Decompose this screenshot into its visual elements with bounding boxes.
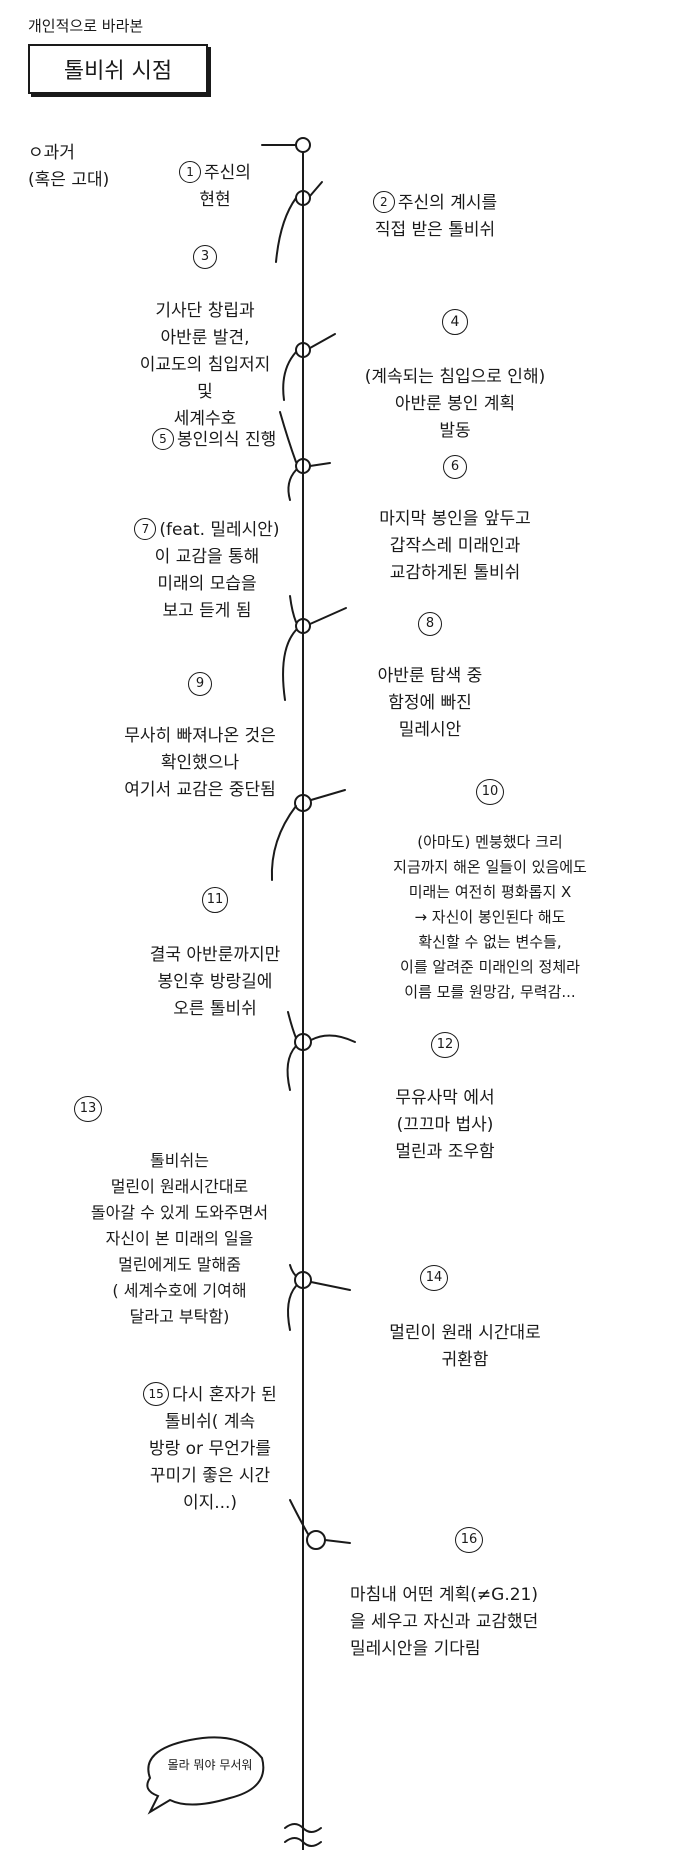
event-text: 봉인의식 진행 bbox=[177, 430, 277, 450]
break-mark bbox=[284, 1823, 322, 1833]
event-3: 3 기사단 창립과 아반룬 발견, 이교도의 침입저지 및 세계수호 bbox=[120, 218, 290, 460]
event-text: (아마도) 멘붕했다 크리 지금까지 해온 일들이 있음에도 미래는 여전히 평… bbox=[393, 833, 587, 1001]
event-text: 무사히 빠져나온 것은 확인했으나 여기서 교감은 중단됨 bbox=[124, 726, 276, 800]
connector-8 bbox=[309, 607, 347, 625]
event-text: 마지막 봉인을 앞두고 갑작스레 미래인과 교감하게된 톨비쉬 bbox=[379, 509, 531, 583]
event-text: (feat. 밀레시안) 이 교감을 통해 미래의 모습을 보고 듣게 됨 bbox=[154, 520, 280, 621]
connector-14 bbox=[310, 1281, 351, 1291]
connector-13b bbox=[289, 1264, 297, 1277]
event-text: 무유사막 에서 (끄끄마 법사) 멀린과 조우함 bbox=[395, 1088, 495, 1162]
event-number: 16 bbox=[455, 1527, 483, 1553]
event-number: 2 bbox=[372, 191, 395, 213]
timeline-node bbox=[306, 1530, 326, 1550]
header-title-box: 톨비쉬 시점 bbox=[28, 44, 208, 94]
era-label: ㅇ과거 (혹은 고대) bbox=[28, 143, 110, 190]
event-number: 3 bbox=[193, 245, 217, 269]
event-text: 주신의 현현 bbox=[199, 163, 251, 210]
event-13: 13 톨비쉬는 멀린이 원래시간대로 돌아갈 수 있게 도와주면서 자신이 본 … bbox=[62, 1070, 297, 1356]
event-4: 4 (계속되는 침입으로 인해) 아반룬 봉인 계획 발동 bbox=[330, 282, 580, 472]
event-number: 13 bbox=[74, 1096, 102, 1122]
event-number: 11 bbox=[202, 887, 228, 913]
event-number: 8 bbox=[418, 612, 442, 636]
connector-15b bbox=[289, 1499, 309, 1535]
event-8: 8 아반룬 탐색 중 함정에 빠진 밀레시안 bbox=[340, 585, 520, 771]
event-number: 1 bbox=[179, 161, 202, 183]
connector-13 bbox=[286, 1045, 297, 1091]
event-number: 9 bbox=[188, 672, 212, 696]
event-number: 10 bbox=[476, 779, 504, 805]
connector-16 bbox=[324, 1539, 351, 1544]
event-7: 7(feat. 밀레시안) 이 교감을 통해 미래의 모습을 보고 듣게 됨 bbox=[112, 490, 302, 625]
connector-11b bbox=[287, 1011, 297, 1039]
event-text: 기사단 창립과 아반룬 발견, 이교도의 침입저지 및 세계수호 bbox=[139, 301, 271, 429]
event-number: 4 bbox=[442, 309, 468, 335]
connector-12 bbox=[310, 1034, 356, 1043]
timeline-node bbox=[294, 794, 312, 812]
event-text: 아반룬 탐색 중 함정에 빠진 밀레시안 bbox=[377, 666, 483, 740]
event-6: 6 마지막 봉인을 앞두고 갑작스레 미래인과 교감하게된 톨비쉬 bbox=[320, 428, 590, 614]
event-text: 마침내 어떤 계획(≠G.21) 을 세우고 자신과 교감했던 밀레시안을 기다… bbox=[350, 1585, 539, 1659]
connector-2 bbox=[309, 181, 323, 197]
event-14: 14 멀린이 원래 시간대로 귀환함 bbox=[350, 1238, 580, 1401]
page-title: 톨비쉬 시점 bbox=[63, 59, 173, 84]
connector-10 bbox=[310, 789, 346, 801]
break-mark bbox=[284, 1837, 322, 1847]
connector-6 bbox=[309, 462, 331, 467]
timeline-node bbox=[295, 137, 311, 153]
connector-7b bbox=[289, 595, 297, 623]
event-number: 6 bbox=[443, 455, 467, 479]
connector-9 bbox=[282, 629, 297, 701]
connector-4 bbox=[309, 333, 336, 349]
connector-15 bbox=[287, 1285, 297, 1331]
connector-5b bbox=[279, 411, 297, 463]
event-text: (계속되는 침입으로 인해) 아반룬 봉인 계획 발동 bbox=[364, 367, 546, 441]
event-text: 톨비쉬는 멀린이 원래시간대로 돌아갈 수 있게 도와주면서 자신이 본 미래의… bbox=[90, 1151, 269, 1326]
event-11: 11 결국 아반룬까지만 봉인후 방랑길에 오른 톨비쉬 bbox=[130, 860, 300, 1050]
event-number: 15 bbox=[143, 1382, 170, 1406]
event-text: 다시 혼자가 된 톨비쉬( 계속 방랑 or 무언가를 꾸미기 좋은 시간 이지… bbox=[148, 1385, 277, 1513]
event-number: 7 bbox=[134, 518, 157, 540]
event-text: 주신의 계시를 직접 받은 톨비쉬 bbox=[374, 193, 498, 240]
timeline-node bbox=[294, 1033, 312, 1051]
event-10: 10 (아마도) 멘붕했다 크리 지금까지 해온 일들이 있음에도 미래는 여전… bbox=[340, 754, 640, 1030]
header-subtitle: 개인적으로 바라본 bbox=[28, 17, 144, 35]
event-9: 9 무사히 빠져나온 것은 확인했으나 여기서 교감은 중단됨 bbox=[100, 645, 300, 831]
timeline-node bbox=[295, 342, 311, 358]
event-number: 12 bbox=[431, 1032, 459, 1058]
timeline-node bbox=[295, 618, 311, 634]
event-12: 12 무유사막 에서 (끄끄마 법사) 멀린과 조우함 bbox=[350, 1005, 540, 1193]
event-number: 14 bbox=[420, 1265, 448, 1291]
connector-3 bbox=[275, 197, 297, 263]
connector-7 bbox=[287, 469, 297, 501]
timeline-node bbox=[294, 1271, 312, 1289]
connector-11 bbox=[270, 805, 297, 881]
event-number: 5 bbox=[152, 428, 174, 450]
speech-bubble bbox=[146, 1736, 265, 1815]
event-text: 멀린이 원래 시간대로 귀환함 bbox=[389, 1323, 541, 1370]
footer-note: 몰라 뭐야 무서워 bbox=[167, 1758, 253, 1772]
event-text: 결국 아반룬까지만 봉인후 방랑길에 오른 톨비쉬 bbox=[149, 945, 281, 1019]
event-16: 16 마침내 어떤 계획(≠G.21) 을 세우고 자신과 교감했던 밀레시안을… bbox=[350, 1500, 670, 1690]
connector-5 bbox=[282, 351, 297, 401]
